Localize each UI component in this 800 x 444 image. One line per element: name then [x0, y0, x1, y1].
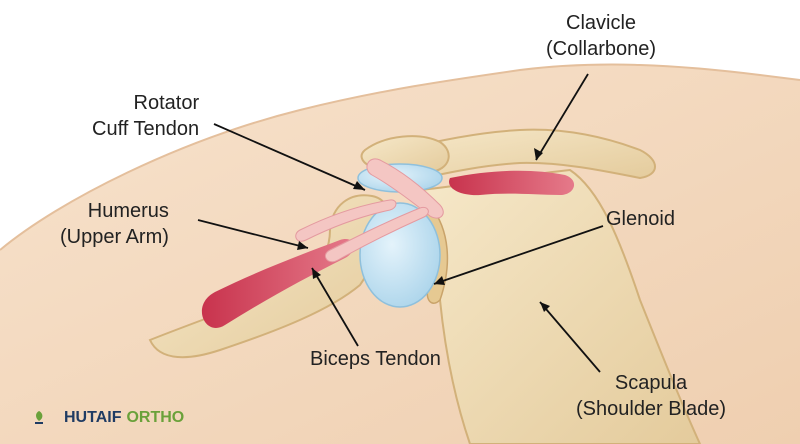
rotator-label-line1: Rotator [133, 92, 200, 114]
scapula-pointer [539, 301, 601, 373]
humerus-label-line1: Humerus [87, 200, 169, 222]
scapula-arrowhead [540, 302, 550, 312]
leaf-logo-icon [35, 411, 43, 424]
clavicle-arrowhead [534, 148, 543, 160]
glenoid-label-line1: Glenoid [606, 208, 675, 230]
clavicle-label: Clavicle (Collarbone) [546, 10, 656, 62]
scapula-label-line1: Scapula [614, 372, 688, 394]
biceps-pointer [311, 267, 359, 347]
humerus-label: Humerus (Upper Arm) [60, 198, 169, 250]
glenoid-pointer [433, 225, 604, 285]
subclavius-muscle [449, 170, 575, 196]
glenoid-arrowhead [434, 276, 445, 285]
humerus-pointer [197, 219, 309, 249]
humerus-arrowhead [297, 241, 308, 250]
scapula-label: Scapula (Shoulder Blade) [576, 370, 726, 422]
brand-name-part2: ORTHO [126, 409, 185, 426]
biceps-label-line1: Biceps Tendon [310, 348, 441, 370]
skin-outline [0, 63, 800, 251]
biceps-tendon [325, 206, 429, 263]
biceps-tendon-lower [295, 199, 397, 242]
clavicle-pointer [535, 73, 589, 161]
biceps-muscle [201, 239, 355, 328]
clavicle-label-line1: Clavicle [566, 12, 637, 34]
rotator-arrowhead [353, 181, 365, 190]
humerus-label-line2: (Upper Arm) [60, 226, 169, 248]
rotator-cuff-label: Rotator Cuff Tendon [92, 90, 199, 142]
biceps-arrowhead [312, 268, 321, 279]
brand-watermark: HUTAIF ORTHO [30, 406, 184, 430]
scapula-label-line2: (Shoulder Blade) [576, 398, 727, 420]
brand-name-part1: HUTAIF [64, 409, 122, 426]
rotator-pointer [213, 123, 366, 191]
rotator-cuff-tendon [366, 158, 444, 219]
glenoid-label: Glenoid [606, 206, 675, 232]
clavicle-label-line2: (Collarbone) [546, 38, 657, 60]
rotator-label-line2: Cuff Tendon [92, 118, 200, 140]
biceps-tendon-label: Biceps Tendon [310, 346, 441, 372]
